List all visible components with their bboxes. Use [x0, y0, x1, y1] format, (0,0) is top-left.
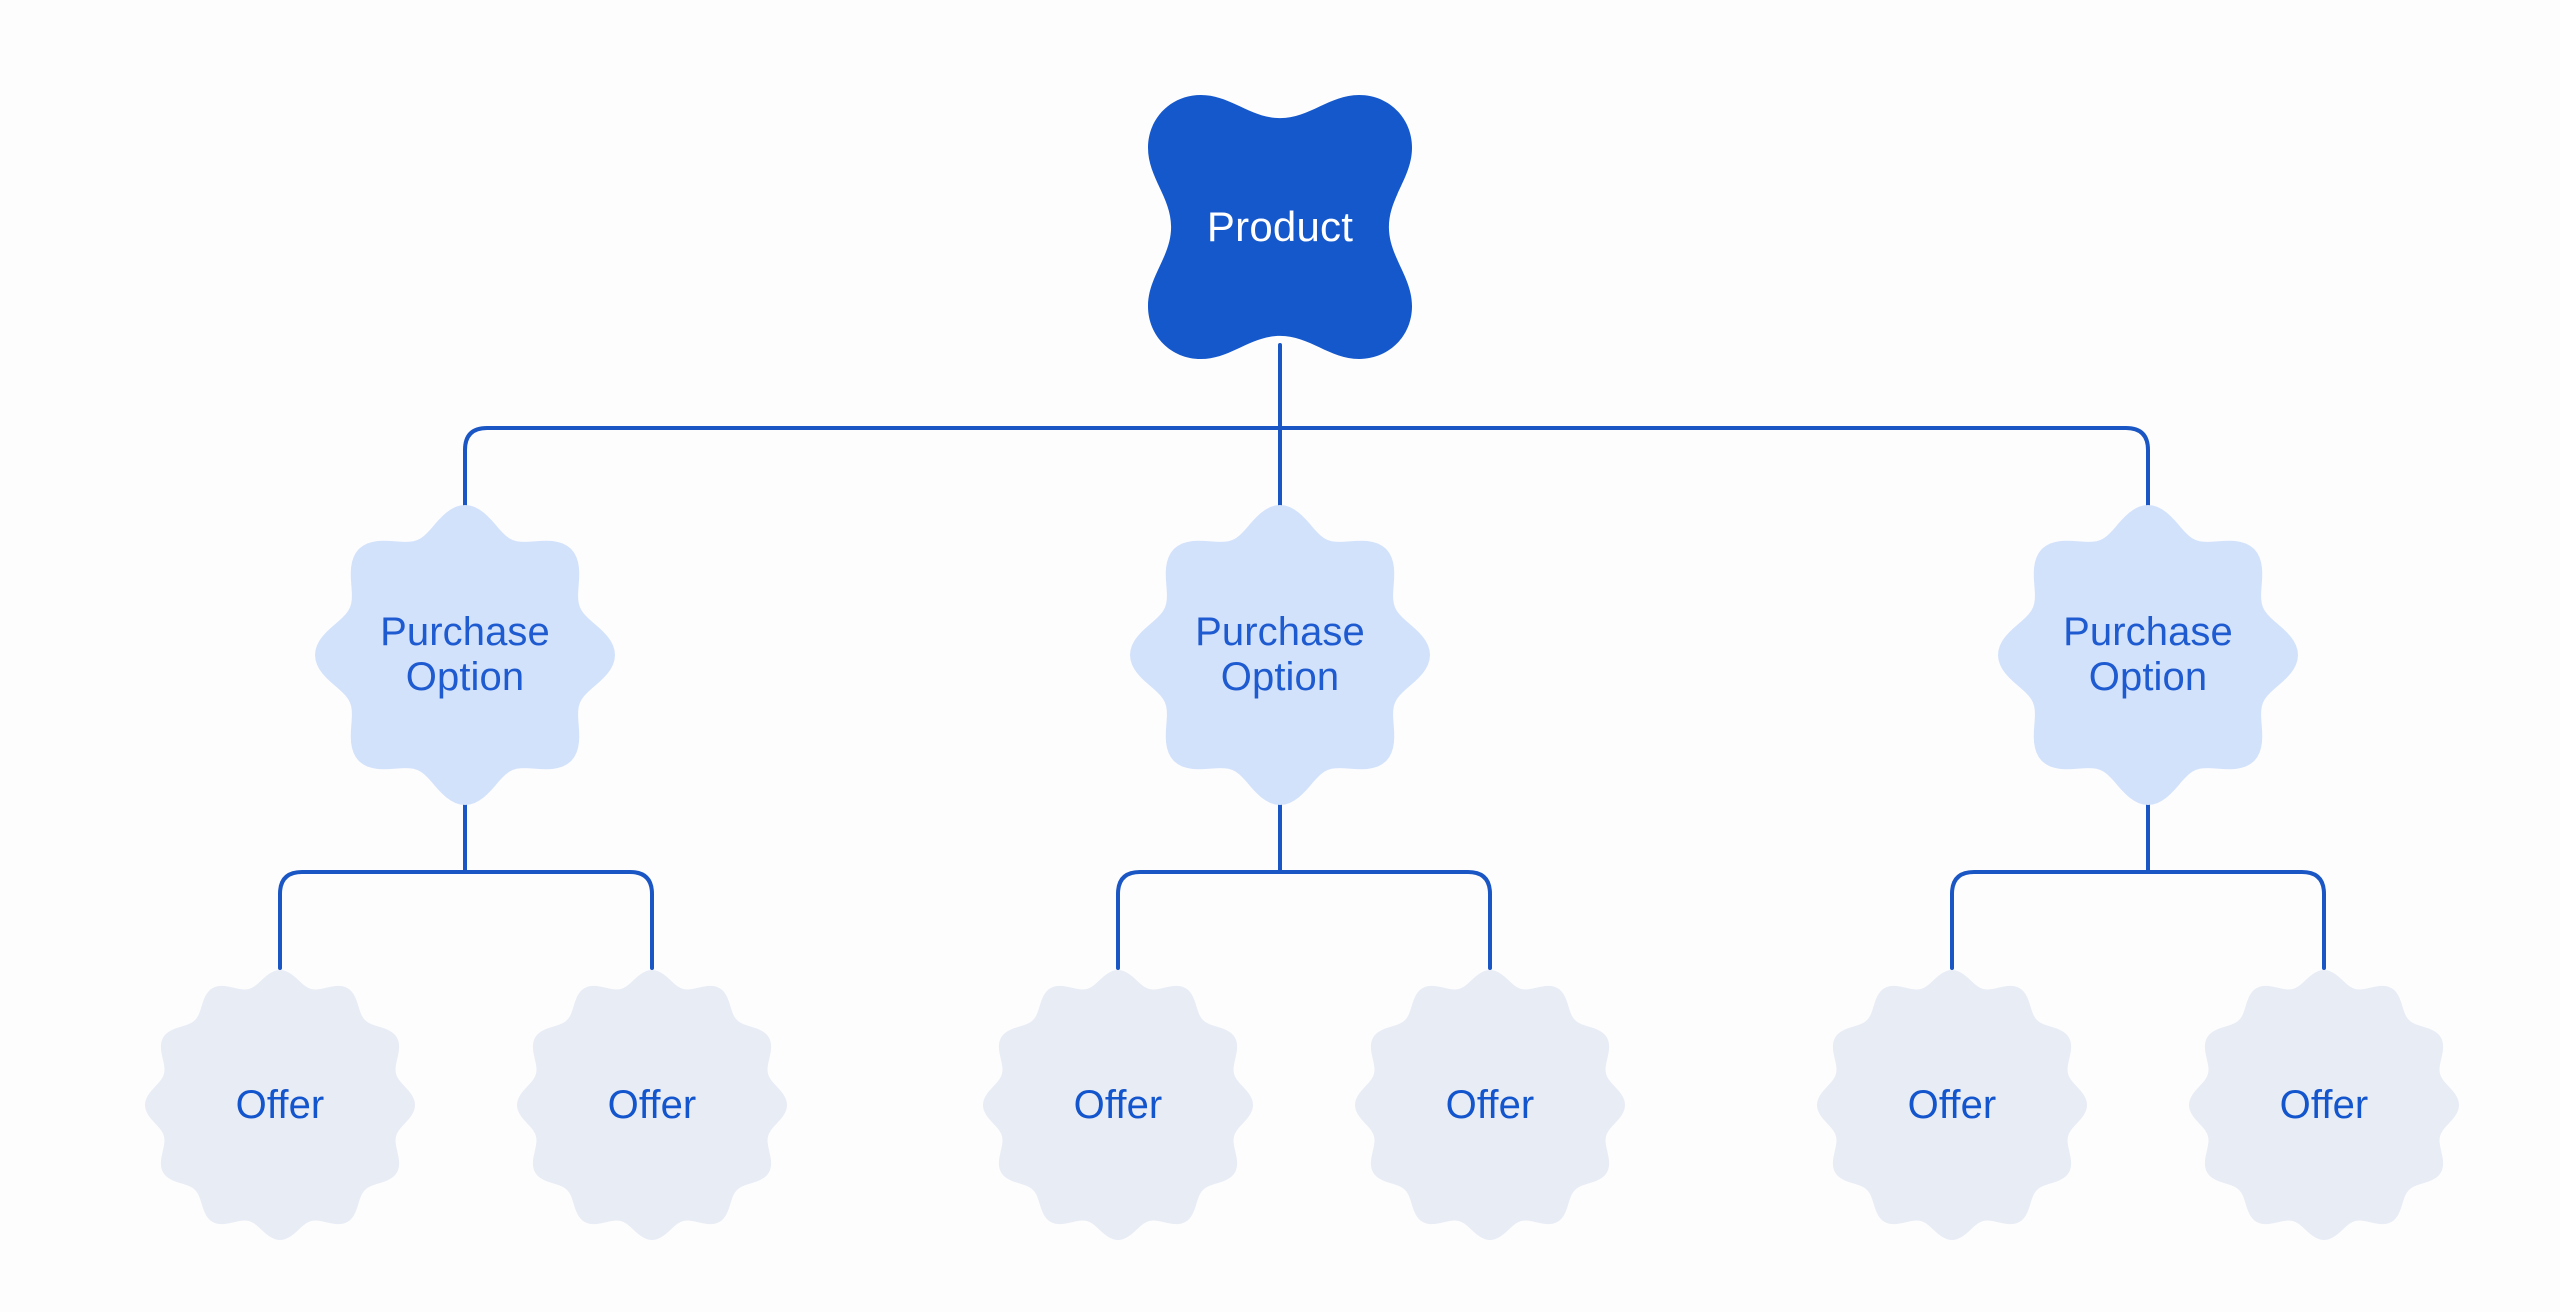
connector-po3-bus — [1950, 870, 2326, 970]
purchase-option-1-blob-shape — [315, 505, 615, 805]
node-product[interactable] — [1148, 95, 1412, 359]
connector-po1-bus — [278, 870, 654, 970]
offer-1-blob-shape — [145, 970, 415, 1240]
purchase-option-2-blob-shape — [1130, 505, 1430, 805]
node-offer-3[interactable] — [983, 970, 1253, 1240]
offer-shapes-group — [145, 970, 2459, 1240]
node-offer-5[interactable] — [1817, 970, 2087, 1240]
connector-level2-bus — [463, 426, 2150, 515]
node-purchase-option-1[interactable] — [315, 505, 615, 805]
offer-4-blob-shape — [1355, 970, 1625, 1240]
node-purchase-option-3[interactable] — [1998, 505, 2298, 805]
product-blob-shape — [1148, 95, 1412, 359]
offer-5-blob-shape — [1817, 970, 2087, 1240]
offer-3-blob-shape — [983, 970, 1253, 1240]
node-offer-6[interactable] — [2189, 970, 2459, 1240]
offer-2-blob-shape — [517, 970, 787, 1240]
offer-6-blob-shape — [2189, 970, 2459, 1240]
node-purchase-option-2[interactable] — [1130, 505, 1430, 805]
purchase-option-3-blob-shape — [1998, 505, 2298, 805]
node-offer-4[interactable] — [1355, 970, 1625, 1240]
purchase-option-shapes-group — [315, 505, 2298, 805]
connector-po2-bus — [1116, 870, 1492, 970]
node-offer-2[interactable] — [517, 970, 787, 1240]
node-offer-1[interactable] — [145, 970, 415, 1240]
